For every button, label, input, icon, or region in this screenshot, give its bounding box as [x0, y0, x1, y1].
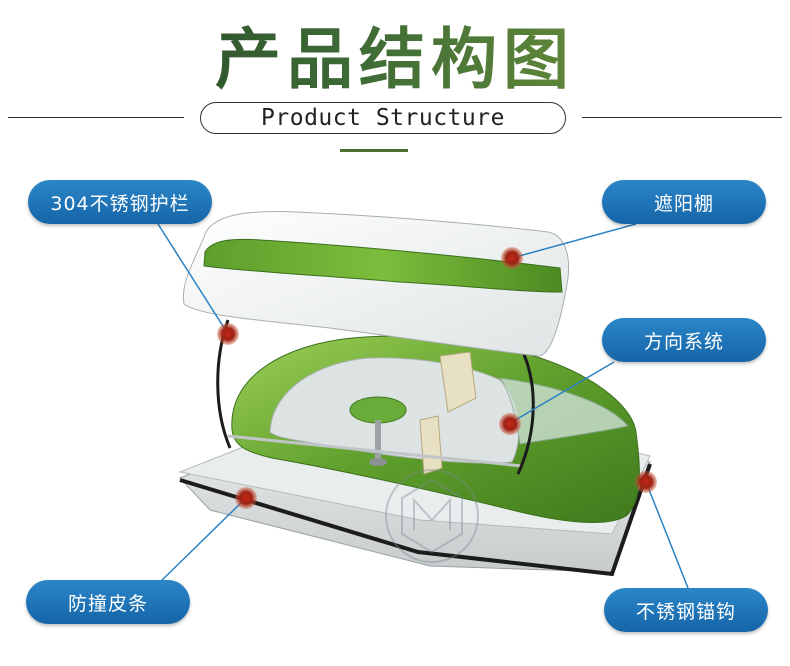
marker-canopy [501, 247, 523, 269]
subtitle-text: Product Structure [261, 105, 505, 131]
canopy-pole-right [516, 345, 535, 475]
marker-anchor [635, 471, 657, 493]
marker-steering [499, 413, 521, 435]
railing-bar [227, 434, 523, 468]
leader-railing [157, 223, 229, 335]
marker-bumper [235, 487, 257, 509]
callout-bumper: 防撞皮条 [26, 580, 190, 624]
callout-steering: 方向系统 [602, 318, 766, 362]
callout-railing: 304不锈钢护栏 [28, 180, 212, 224]
page-title: 产品结构图 [0, 6, 790, 102]
callout-canopy: 遮阳棚 [602, 180, 766, 224]
seat-rear [439, 351, 477, 413]
bumper-strip [179, 463, 652, 577]
subtitle-pill: Product Structure [200, 102, 566, 134]
leader-bumper [157, 497, 247, 585]
canopy-stripe [203, 238, 563, 293]
marker-railing [217, 323, 239, 345]
table-base [369, 458, 387, 466]
table-leg [375, 420, 381, 462]
subtitle-underline [340, 149, 408, 152]
table-top [349, 396, 407, 424]
leader-canopy [511, 223, 637, 259]
leader-anchor [645, 481, 689, 589]
seat-front [419, 415, 443, 475]
divider-right [582, 117, 782, 118]
leader-steering [511, 361, 615, 423]
watermark-logo [385, 469, 479, 563]
callout-anchor: 不锈钢锚钩 [604, 588, 768, 632]
divider-left [8, 117, 184, 118]
